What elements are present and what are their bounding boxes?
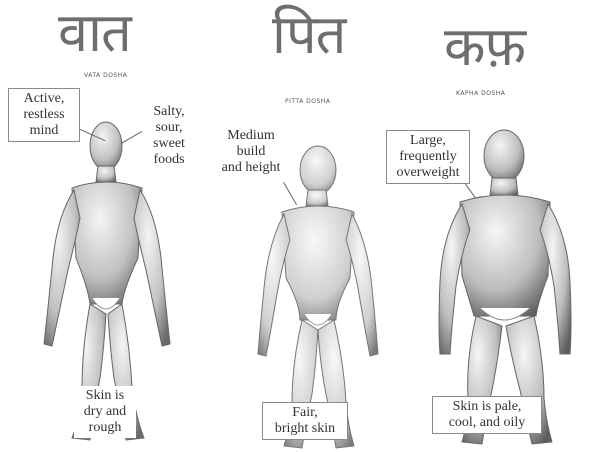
title-vata: वात: [58, 6, 131, 60]
subtitle-pitta: PITTA DOSHA: [285, 98, 330, 105]
label-active-restless-mind: Active, restless mind: [8, 88, 80, 142]
label-large-frequently-overweight: Large, frequently overweight: [386, 130, 470, 184]
title-pitta: पित: [272, 8, 345, 62]
label-fair-bright-skin: Fair, bright skin: [262, 402, 348, 440]
title-kapha: कफ़: [444, 20, 525, 74]
subtitle-vata: VATA DOSHA: [84, 72, 127, 79]
label-skin-pale-cool-oily: Skin is pale, cool, and oily: [432, 396, 542, 434]
label-skin-dry-rough: Skin is dry and rough: [74, 386, 136, 438]
label-medium-build-height: Medium build and height: [212, 126, 290, 178]
subtitle-kapha: KAPHA DOSHA: [456, 90, 505, 97]
label-salty-sour-sweet-foods: Salty, sour, sweet foods: [142, 102, 196, 170]
